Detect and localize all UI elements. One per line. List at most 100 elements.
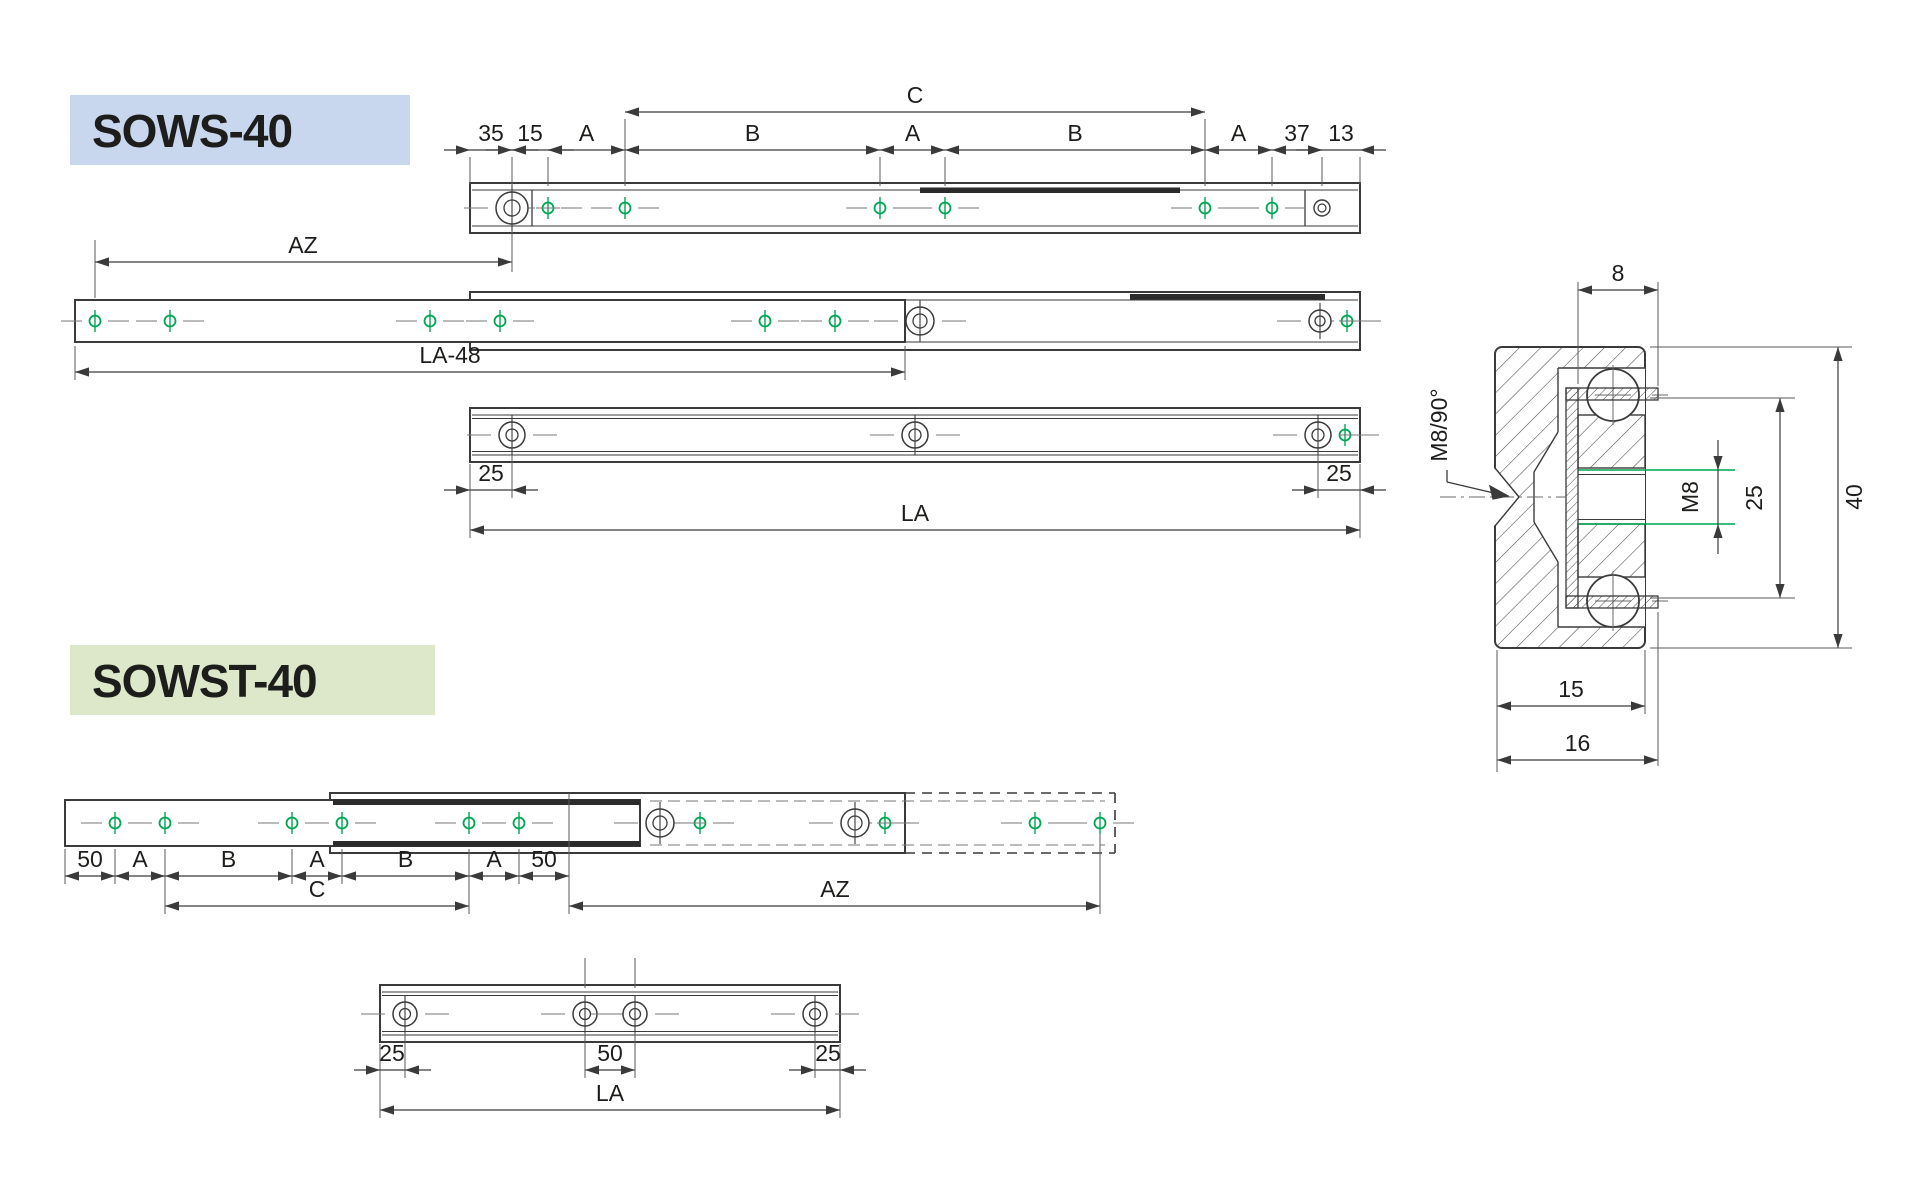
dimension-arrow [1833,634,1843,648]
dim-label: B [1067,120,1082,146]
inner-member-lower [1577,523,1646,578]
dimension-arrow [569,901,583,911]
dimension-arrow [1258,145,1272,155]
m8-90-leader [1446,470,1510,500]
product-label-sowst40: SOWST-40 [70,645,435,715]
sowst40-fixed-rail-view [379,984,841,1043]
product-label-sows40: SOWS-40 [70,95,410,165]
dim-label: 15 [1558,676,1584,702]
dimension-arrow [1346,525,1360,535]
dim-label: A [579,120,595,146]
dim-label: A [132,846,148,872]
dimension-arrow [115,871,129,881]
dim-label: 35 [478,120,504,146]
dim-label: LA [901,500,930,526]
dimension-arrow [1644,285,1658,295]
dimension-arrow [165,901,179,911]
product-title-sows40: SOWS-40 [92,105,292,157]
dim-label: B [398,846,413,872]
dimension-arrow [945,145,959,155]
ball-cage-strip [333,841,640,847]
dimension-arrow [366,1065,380,1075]
dimension-arrow [555,871,569,881]
dim-label: AZ [820,876,849,902]
dimension-arrow [151,871,165,881]
dimension-arrow [1578,285,1592,295]
dimension-arrow [405,1065,419,1075]
dim-label: C [907,82,924,108]
dimension-arrow [1360,485,1374,495]
dimension-arrow [1775,398,1785,412]
dimension-arrow [1205,145,1219,155]
dim-label: C [309,876,326,902]
dim-label: 50 [531,846,557,872]
dimension-arrow [611,145,625,155]
dim-label: M8/90° [1426,388,1452,461]
dimension-arrow [101,871,115,881]
dimension-arrow [1308,145,1322,155]
ball-cage-strip [333,799,640,805]
dim-label: 8 [1612,260,1625,286]
dim-label: 15 [517,120,543,146]
dimension-arrow [548,145,562,155]
dimension-arrow [866,145,880,155]
dim-label: A [486,846,502,872]
dim-label: 50 [597,1040,623,1066]
dimension-arrow [292,871,306,881]
dim-label: LA [596,1080,625,1106]
dimension-arrow [455,871,469,881]
sowst40-extended-slide-view [64,792,1116,854]
dim-label: B [221,846,236,872]
dim-label: 25 [478,460,504,486]
rail-profile [1565,387,1659,609]
dimension-arrow [621,1065,635,1075]
end-hole-inner [1317,203,1327,213]
dimension-arrow [801,1065,815,1075]
dimension-arrow [456,145,470,155]
dimension-arrow [625,145,639,155]
dimension-arrow [1497,755,1511,765]
dim-label: 13 [1328,120,1354,146]
dimension-arrow [880,145,894,155]
dim-label: A [905,120,921,146]
cross-section-view [1440,346,1735,649]
end-hole [1313,199,1331,217]
dim-label: 40 [1841,484,1867,510]
ball-cage-strip [920,187,1180,193]
dimension-arrow [931,145,945,155]
dimension-arrow [1086,901,1100,911]
dim-label: LA-48 [419,342,480,368]
dimension-arrow [342,871,356,881]
dimension-arrow [505,871,519,881]
dim-label: 25 [815,1040,841,1066]
dim-label: 16 [1565,730,1591,756]
dimension-arrow [380,1105,394,1115]
dim-label: A [1231,120,1247,146]
dimension-arrow [1191,145,1205,155]
dimension-arrow [75,367,89,377]
dimension-arrow [1272,145,1286,155]
dimension-arrow [65,871,79,881]
dim-label: 50 [77,846,103,872]
dimension-arrow [1833,347,1843,361]
dimension-arrow [826,1105,840,1115]
dimension-arrow [1713,456,1723,470]
dimension-arrow [498,257,512,267]
dimension-arrow [1631,701,1645,711]
dimension-arrow [498,145,512,155]
dimension-arrow [625,107,639,117]
dimension-arrow [165,871,179,881]
dim-label: M8 [1677,481,1703,513]
dim-label: AZ [288,232,317,258]
dimension-arrow [470,525,484,535]
inner-member-upper [1577,414,1646,469]
dim-label: B [745,120,760,146]
dimension-arrow [456,485,470,495]
dim-label: 37 [1284,120,1310,146]
dimension-arrow [519,871,533,881]
dim-label: 25 [1741,485,1767,511]
dimension-arrow [1713,524,1723,538]
